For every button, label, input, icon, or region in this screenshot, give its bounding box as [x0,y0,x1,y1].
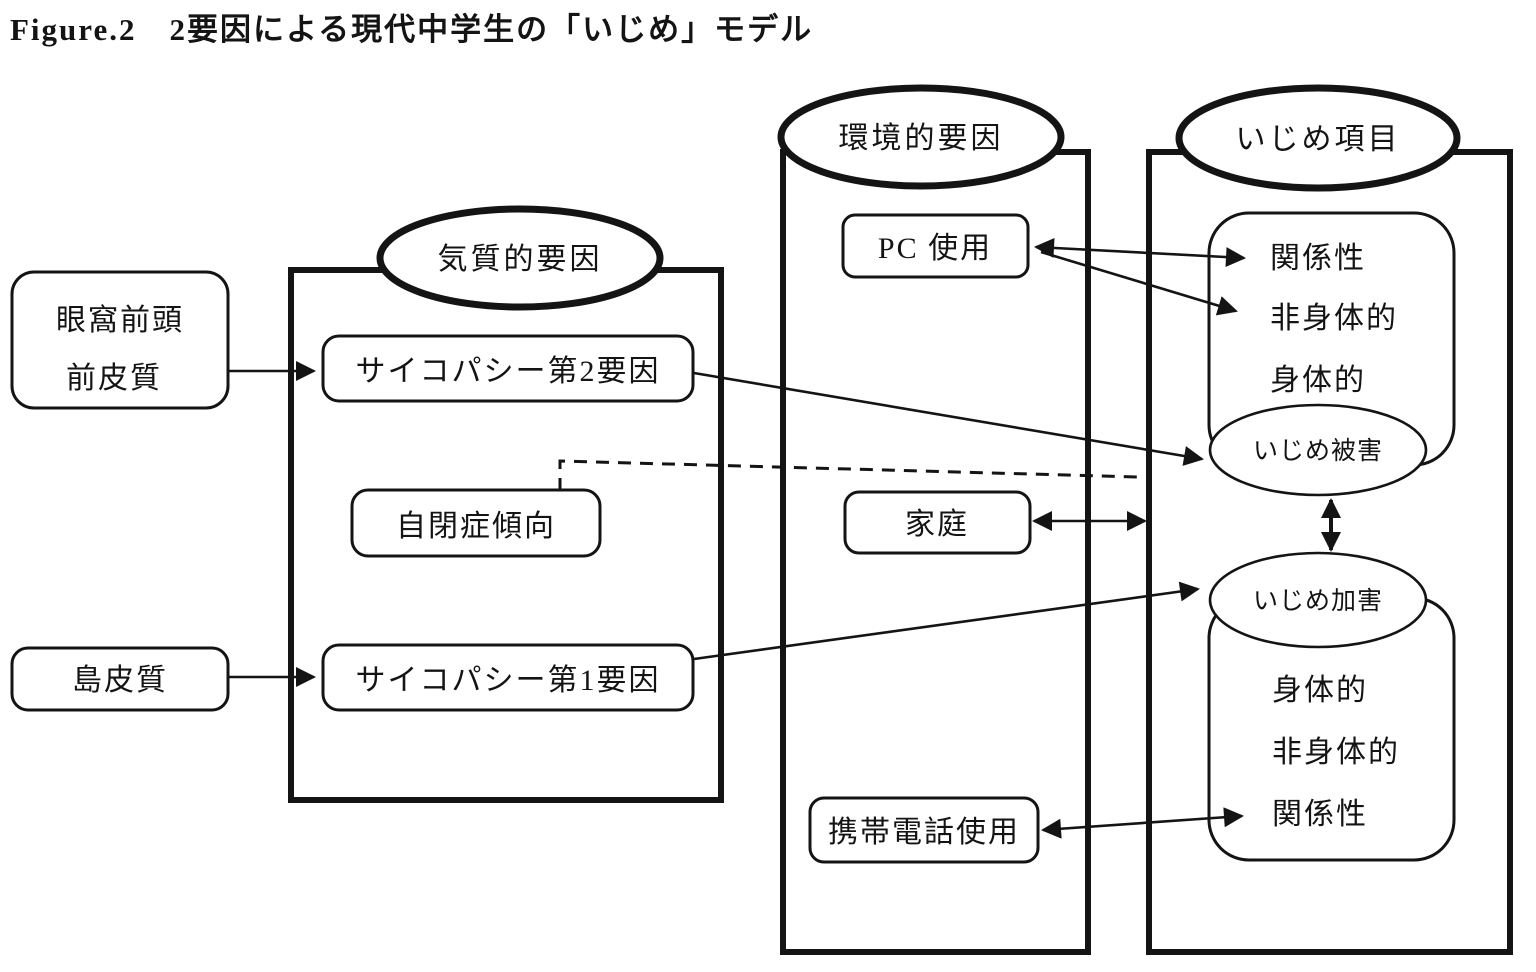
environment-header-ellipse [777,84,1065,190]
autism-box [350,488,602,558]
victim-ellipse [1208,403,1428,497]
victim-item-physical: 身体的 [1270,364,1366,397]
bullying-header-label: いじめ項目 [1236,123,1401,156]
arrow-psychopathy2-to-victim [693,371,1204,466]
insula-label: 島皮質 [72,664,168,697]
psychopathy1-box [321,643,695,712]
figure-title: Figure.2 2要因による現代中学生の「いじめ」モデル [10,12,813,47]
arrow-psychopathy1-to-perpetrator [693,581,1200,661]
perpetrator-item-relational: 関係性 [1272,798,1368,831]
environment-header-label: 環境的要因 [839,122,1004,155]
orbitofrontal-label-line2: 前皮質 [66,362,162,395]
perpetrator-item-nonphysical: 非身体的 [1272,736,1400,769]
perpetrator-label: いじめ加害 [1253,587,1383,615]
arrow-mobile-relational [1041,807,1244,839]
victim-item-nonphysical: 非身体的 [1270,302,1398,335]
autism-label: 自閉症傾向 [396,510,556,543]
perpetrator-item-physical: 身体的 [1272,674,1368,707]
pc-use-label: PC 使用 [878,232,992,265]
orbitofrontal-box [10,270,230,410]
family-label: 家庭 [905,508,969,541]
arrow-pc-relational [1034,237,1246,268]
victim-item-relational: 関係性 [1270,242,1366,275]
psychopathy2-box [321,334,695,403]
insula-box [10,646,230,712]
temperament-header-ellipse [376,205,664,311]
mobile-phone-label: 携帯電話使用 [828,816,1020,849]
temperament-header-label: 気質的要因 [438,243,603,276]
orbitofrontal-label-line1: 眼窩前頭 [56,304,184,337]
dashed-line-autism [558,459,1139,491]
perpetrator-ellipse [1208,551,1428,649]
bullying-header-ellipse [1175,84,1461,192]
psychopathy1-label: サイコパシー第1要因 [356,664,661,697]
family-box [843,490,1032,555]
victim-label: いじめ被害 [1253,437,1383,465]
mobile-phone-box [808,796,1040,864]
psychopathy2-label: サイコパシー第2要因 [356,355,661,388]
pc-use-box [841,213,1030,279]
arrow-pc-nonphysical [1040,250,1238,316]
